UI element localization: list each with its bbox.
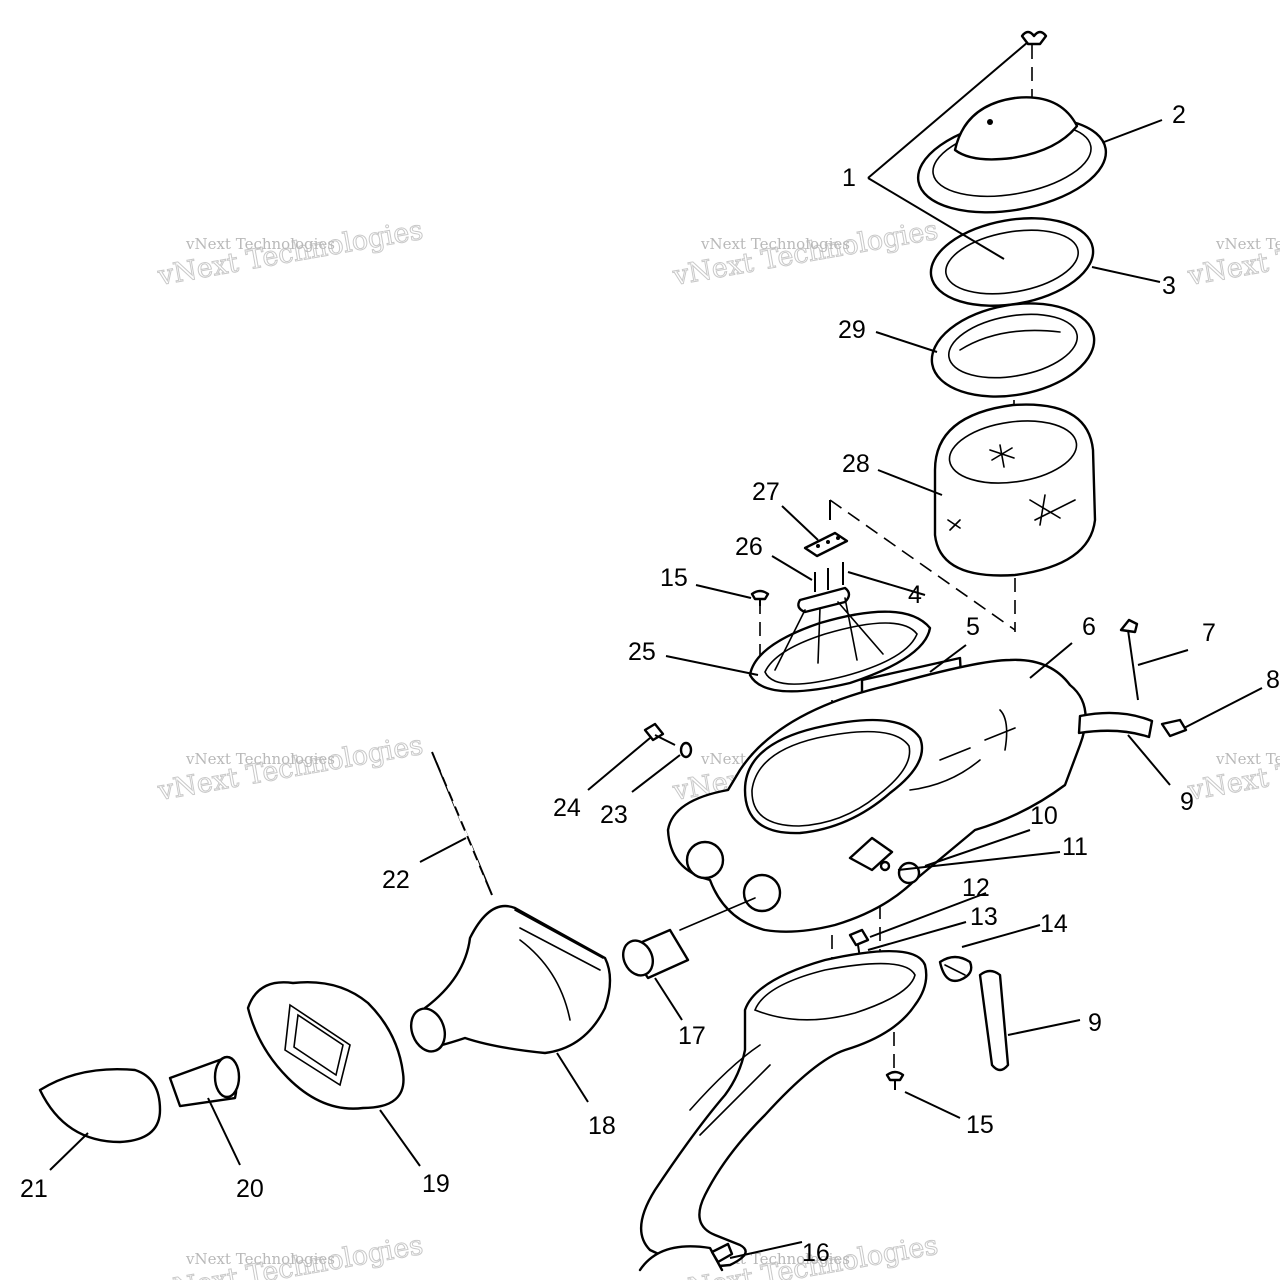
intake-duct — [409, 904, 612, 1055]
air-filter-element — [933, 403, 1097, 577]
callout-29: 29 — [838, 316, 866, 344]
callout-labels: 1 2 3 29 28 27 26 15 4 5 6 7 8 25 9 24 2… — [20, 101, 1280, 1267]
callout-12: 12 — [962, 874, 990, 902]
watermark: vNext Technologies vNext Technologies — [154, 214, 426, 292]
svg-text:vNext Technologies: vNext Technologies — [1185, 215, 1280, 292]
callout-19: 19 — [422, 1170, 450, 1198]
watermark: vNext Technologies vNext Technologies — [154, 1229, 426, 1280]
air-box — [666, 658, 1087, 933]
callout-7: 7 — [1202, 619, 1216, 647]
svg-text:vNext Technologies: vNext Technologies — [155, 215, 426, 292]
callout-8: 8 — [1266, 666, 1280, 694]
leader-lines — [49, 41, 1263, 1259]
svg-text:vNext Technologies: vNext Technologies — [1215, 235, 1280, 253]
svg-text:vNext Technologies: vNext Technologies — [1215, 750, 1280, 768]
pre-filter — [930, 302, 1096, 398]
callout-25: 25 — [628, 638, 656, 666]
callout-6: 6 — [1082, 613, 1096, 641]
svg-text:vNext Technologies: vNext Technologies — [670, 215, 941, 292]
callout-10: 10 — [1030, 802, 1058, 830]
callout-14: 14 — [1040, 910, 1068, 938]
cap — [38, 1067, 162, 1144]
svg-text:vNext Technologies: vNext Technologies — [700, 235, 850, 253]
screw-lower — [885, 1070, 905, 1090]
svg-text:vNext Technologies: vNext Technologies — [155, 730, 426, 807]
watermark: vNext Technologies vNext Technologies — [1184, 729, 1280, 807]
callout-15: 15 — [966, 1111, 994, 1139]
screw-upper — [750, 589, 770, 606]
cover-gasket — [929, 217, 1095, 307]
tie-strap — [431, 751, 493, 896]
hose-clamp-upper — [1119, 618, 1139, 701]
hose-lower — [978, 969, 1010, 1072]
callout-3: 3 — [1162, 272, 1176, 300]
air-filter-cover — [916, 96, 1108, 214]
bolt-and-washer — [643, 722, 693, 759]
watermark: vNext Technologies vNext Technologies — [154, 729, 426, 807]
callout-13: 13 — [970, 903, 998, 931]
intake-boot — [246, 981, 405, 1110]
callout-24: 24 — [553, 794, 581, 822]
callout-27: 27 — [752, 478, 780, 506]
callout-20: 20 — [236, 1175, 264, 1203]
hose-upper — [1077, 711, 1188, 739]
callout-5: 5 — [966, 613, 980, 641]
tube — [168, 1055, 241, 1108]
callout-4: 4 — [908, 581, 922, 609]
mounting-plate — [803, 531, 849, 558]
svg-text:vNext Technologies: vNext Technologies — [185, 235, 335, 253]
watermark: vNext Technologies vNext Technologies — [669, 214, 941, 292]
callout-9: 9 — [1180, 788, 1194, 816]
callout-11: 11 — [1062, 833, 1088, 861]
hose-band — [638, 1242, 734, 1272]
svg-text:vNext Technologies: vNext Technologies — [185, 1250, 335, 1268]
svg-text:vNext Technologies: vNext Technologies — [185, 750, 335, 768]
callout-28: 28 — [842, 450, 870, 478]
callout-1: 1 — [842, 164, 856, 192]
callout-16: 16 — [802, 1239, 830, 1267]
callout-21: 21 — [20, 1175, 48, 1203]
lower-duct — [639, 949, 928, 1268]
watermark: vNext Technologies vNext Technologies — [1184, 214, 1280, 292]
callout-2: 2 — [1172, 101, 1186, 129]
callout-26: 26 — [735, 533, 763, 561]
callout-9: 9 — [1088, 1009, 1102, 1037]
callout-23: 23 — [600, 801, 628, 829]
callout-18: 18 — [588, 1112, 616, 1140]
callout-17: 17 — [678, 1022, 706, 1050]
filter-cage-base — [748, 586, 932, 693]
studs — [814, 562, 844, 592]
callout-15: 15 — [660, 564, 688, 592]
callout-22: 22 — [382, 866, 410, 894]
hose-clamp-lower — [938, 955, 973, 983]
svg-text:vNext Technologies: vNext Technologies — [1185, 730, 1280, 807]
coupler — [622, 897, 756, 980]
